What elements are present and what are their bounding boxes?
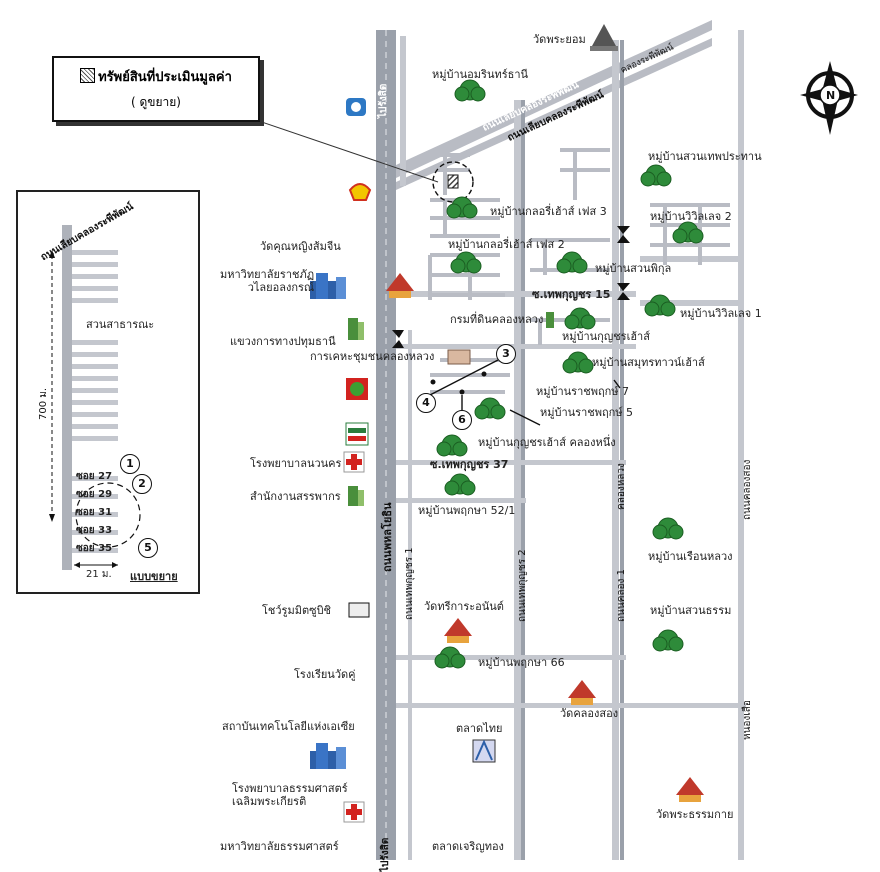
label-wat-thai: วัดทรีการะอนันต์ [424, 600, 504, 613]
inset-caption: แบบขยาย [130, 570, 178, 583]
inset-marker-2: 2 [132, 474, 152, 494]
village-icons [434, 79, 704, 669]
marker-dots [430, 371, 487, 395]
brand-icons [343, 98, 372, 823]
label-hospital-2: โรงพยาบาลธรรมศาสตร์ เฉลิมพระเกียรติ [232, 782, 348, 808]
label-land-dept: กรมที่ดินคลองหลวง [450, 313, 544, 326]
label-wat-phra: วัดพระธรรมกาย [656, 808, 734, 821]
building-icons [310, 273, 554, 769]
canal-road [396, 20, 712, 190]
label-glory-3: หมู่บ้านกลอรี่เฮ้าส์ เฟส 3 [490, 205, 607, 218]
side-roads [400, 30, 744, 860]
inset-distance-label: 700 ม. [38, 387, 49, 420]
label-thammasat: มหาวิทยาลัยธรรมศาสตร์ [220, 840, 339, 853]
road-main-north: ไปรังสิต [378, 83, 389, 118]
label-wat-klong: วัดคลองสอง [560, 707, 619, 720]
subject-circle [432, 161, 474, 203]
road-klong-1: ถนนคลอง 1 [616, 569, 627, 622]
road-soi-37: ซ.เทพกุญชร 37 [430, 458, 509, 471]
inset-marker-5: 5 [138, 538, 158, 558]
label-wiwilert-2: หมู่บ้านวิวิลเลจ 2 [650, 210, 732, 223]
label-ratchaphruk-5: หมู่บ้านราชพฤกษ์ 5 [540, 406, 634, 419]
marker-3: 3 [496, 344, 516, 364]
road-thepkunchon-2: ถนนเทพกุญชร 2 [517, 549, 528, 622]
road-soi-15: ซ.เทพกุญชร 15 [532, 288, 611, 301]
label-phruksa-52: หมู่บ้านพฤกษา 52/1 [418, 504, 516, 517]
inset-park-label: สวนสาธารณะ [86, 318, 155, 331]
label-post: โชว์รูมมิตซูบิชิ [262, 604, 332, 617]
inset-soi: ซอย 35 [76, 543, 113, 554]
hatch-swatch [80, 68, 96, 83]
label-glory-2: หมู่บ้านกลอรี่เฮ้าส์ เฟส 2 [448, 238, 565, 251]
label-wat-khun: วัดคุณหญิงส้มจีน [260, 240, 341, 253]
label-ruean-luang: หมู่บ้านเรือนหลวง [648, 550, 733, 563]
inset-drawing [49, 225, 141, 570]
label-wiwilert-1: หมู่บ้านวิวิลเลจ 1 [680, 307, 762, 320]
label-kunchon-klong: หมู่บ้านกุญชรเฮ้าส์ คลองหนึ่ง [478, 436, 616, 449]
label-samut-town: หมู่บ้านสมุทรทาวน์เฮ้าส์ [592, 356, 705, 369]
label-suan-dhamma: หมู่บ้านสวนธรรม [650, 604, 732, 617]
label-ratchaphruk-7: หมู่บ้านราชพฤกษ์ 7 [536, 385, 630, 398]
label-phruksa-66: หมู่บ้านพฤกษา 66 [478, 656, 565, 669]
horizontal-roads [396, 256, 746, 708]
label-district-office: แขวงการทางปทุมธานี [230, 335, 336, 348]
road-main-south: ไปรังสิต [380, 837, 391, 872]
bridge-icons [392, 226, 630, 348]
label-revenue: สำนักงานสรรพากร [250, 490, 341, 503]
legend-subtitle: ( ดูขยาย) [131, 95, 181, 109]
legend-box: ทรัพย์สินที่ประเมินมูลค่า ( ดูขยาย) [52, 56, 260, 122]
marker-6: 6 [452, 410, 472, 430]
inset-soi: ซอย 31 [76, 507, 113, 518]
inset-marker-1: 1 [120, 454, 140, 474]
label-rajabhat: มหาวิทยาลัยราชภัฏ วไลยอลงกรณ์ [220, 268, 315, 294]
label-hospital-1: โรงพยาบาลนวนคร [250, 457, 342, 470]
label-kunchon-house: หมู่บ้านกุญชรเฮ้าส์ [562, 330, 650, 343]
main-road [376, 30, 396, 860]
road-nong: หนองเสือ [742, 700, 753, 740]
label-asian-inst: สถาบันเทคโนโลยีแห่งเอเซีย [222, 720, 355, 733]
inset-soi: ซอย 29 [76, 489, 113, 500]
label-suan-pikul: หมู่บ้านสวนพิกุล [595, 262, 672, 275]
inset-soi: ซอย 27 [76, 471, 113, 482]
inset-width-label: 21 ม. [86, 569, 112, 580]
temple-icons [386, 24, 704, 802]
label-electric: การเคหะชุมชนคลองหลวง [310, 350, 435, 363]
legend-title: ทรัพย์สินที่ประเมินมูลค่า [98, 70, 232, 85]
label-suan-thep: หมู่บ้านสวนเทพประทาน [648, 150, 762, 163]
label-talad-rieng: ตลาดเจริญทอง [432, 840, 504, 853]
inset-sois: ซอย 27 ซอย 29 ซอย 31 ซอย 33 ซอย 35 [76, 468, 112, 558]
label-wat-top: วัดพระยอม [533, 33, 586, 46]
label-rong-ruen: โรงเรียนวัดคู่ [294, 668, 356, 681]
road-khlong-luang: คลองหลวง [616, 463, 627, 510]
label-ban-amarin: หมู่บ้านอมรินทร์ธานี [432, 68, 529, 81]
road-thepkunchon-1: ถนนเทพกุญชร 1 [404, 547, 415, 620]
marker-4: 4 [416, 393, 436, 413]
compass-n: N [826, 89, 835, 102]
subject-property [447, 174, 459, 189]
label-market: ตลาดไทย [456, 722, 503, 735]
legend-leader [249, 117, 439, 183]
road-klong-east: ถนนคลองสอง [742, 459, 753, 520]
marker-leaders [429, 359, 621, 426]
road-main: ถนนพหลโยธิน [381, 502, 394, 572]
compass-icon [800, 61, 858, 135]
inset-soi: ซอย 33 [76, 525, 113, 536]
